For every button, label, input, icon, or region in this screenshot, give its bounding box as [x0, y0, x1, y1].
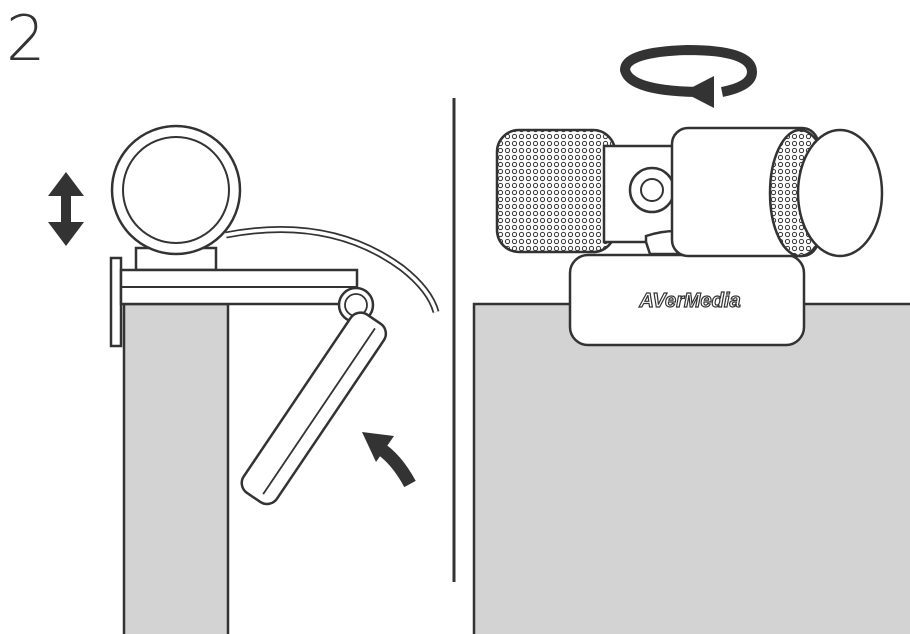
side-view-panel [48, 124, 440, 634]
front-clip-tab [109, 256, 123, 348]
up-down-arrow-icon [48, 172, 84, 246]
monitor-top [472, 302, 910, 634]
camera-body-side [110, 124, 242, 256]
left-mesh-barrel [495, 128, 617, 254]
step-number: 2 [6, 2, 45, 75]
lens-cap [796, 128, 884, 258]
monitor-edge [122, 302, 230, 634]
camera-lens-ring [122, 136, 230, 244]
rear-clamp-arm [240, 311, 388, 506]
camera-lens [628, 166, 676, 214]
rotate-arrow-icon [619, 44, 758, 108]
curved-arrow-icon [362, 432, 416, 488]
front-view-panel: AVerMedia [472, 44, 910, 634]
brand-logo: AVerMedia [638, 290, 740, 312]
